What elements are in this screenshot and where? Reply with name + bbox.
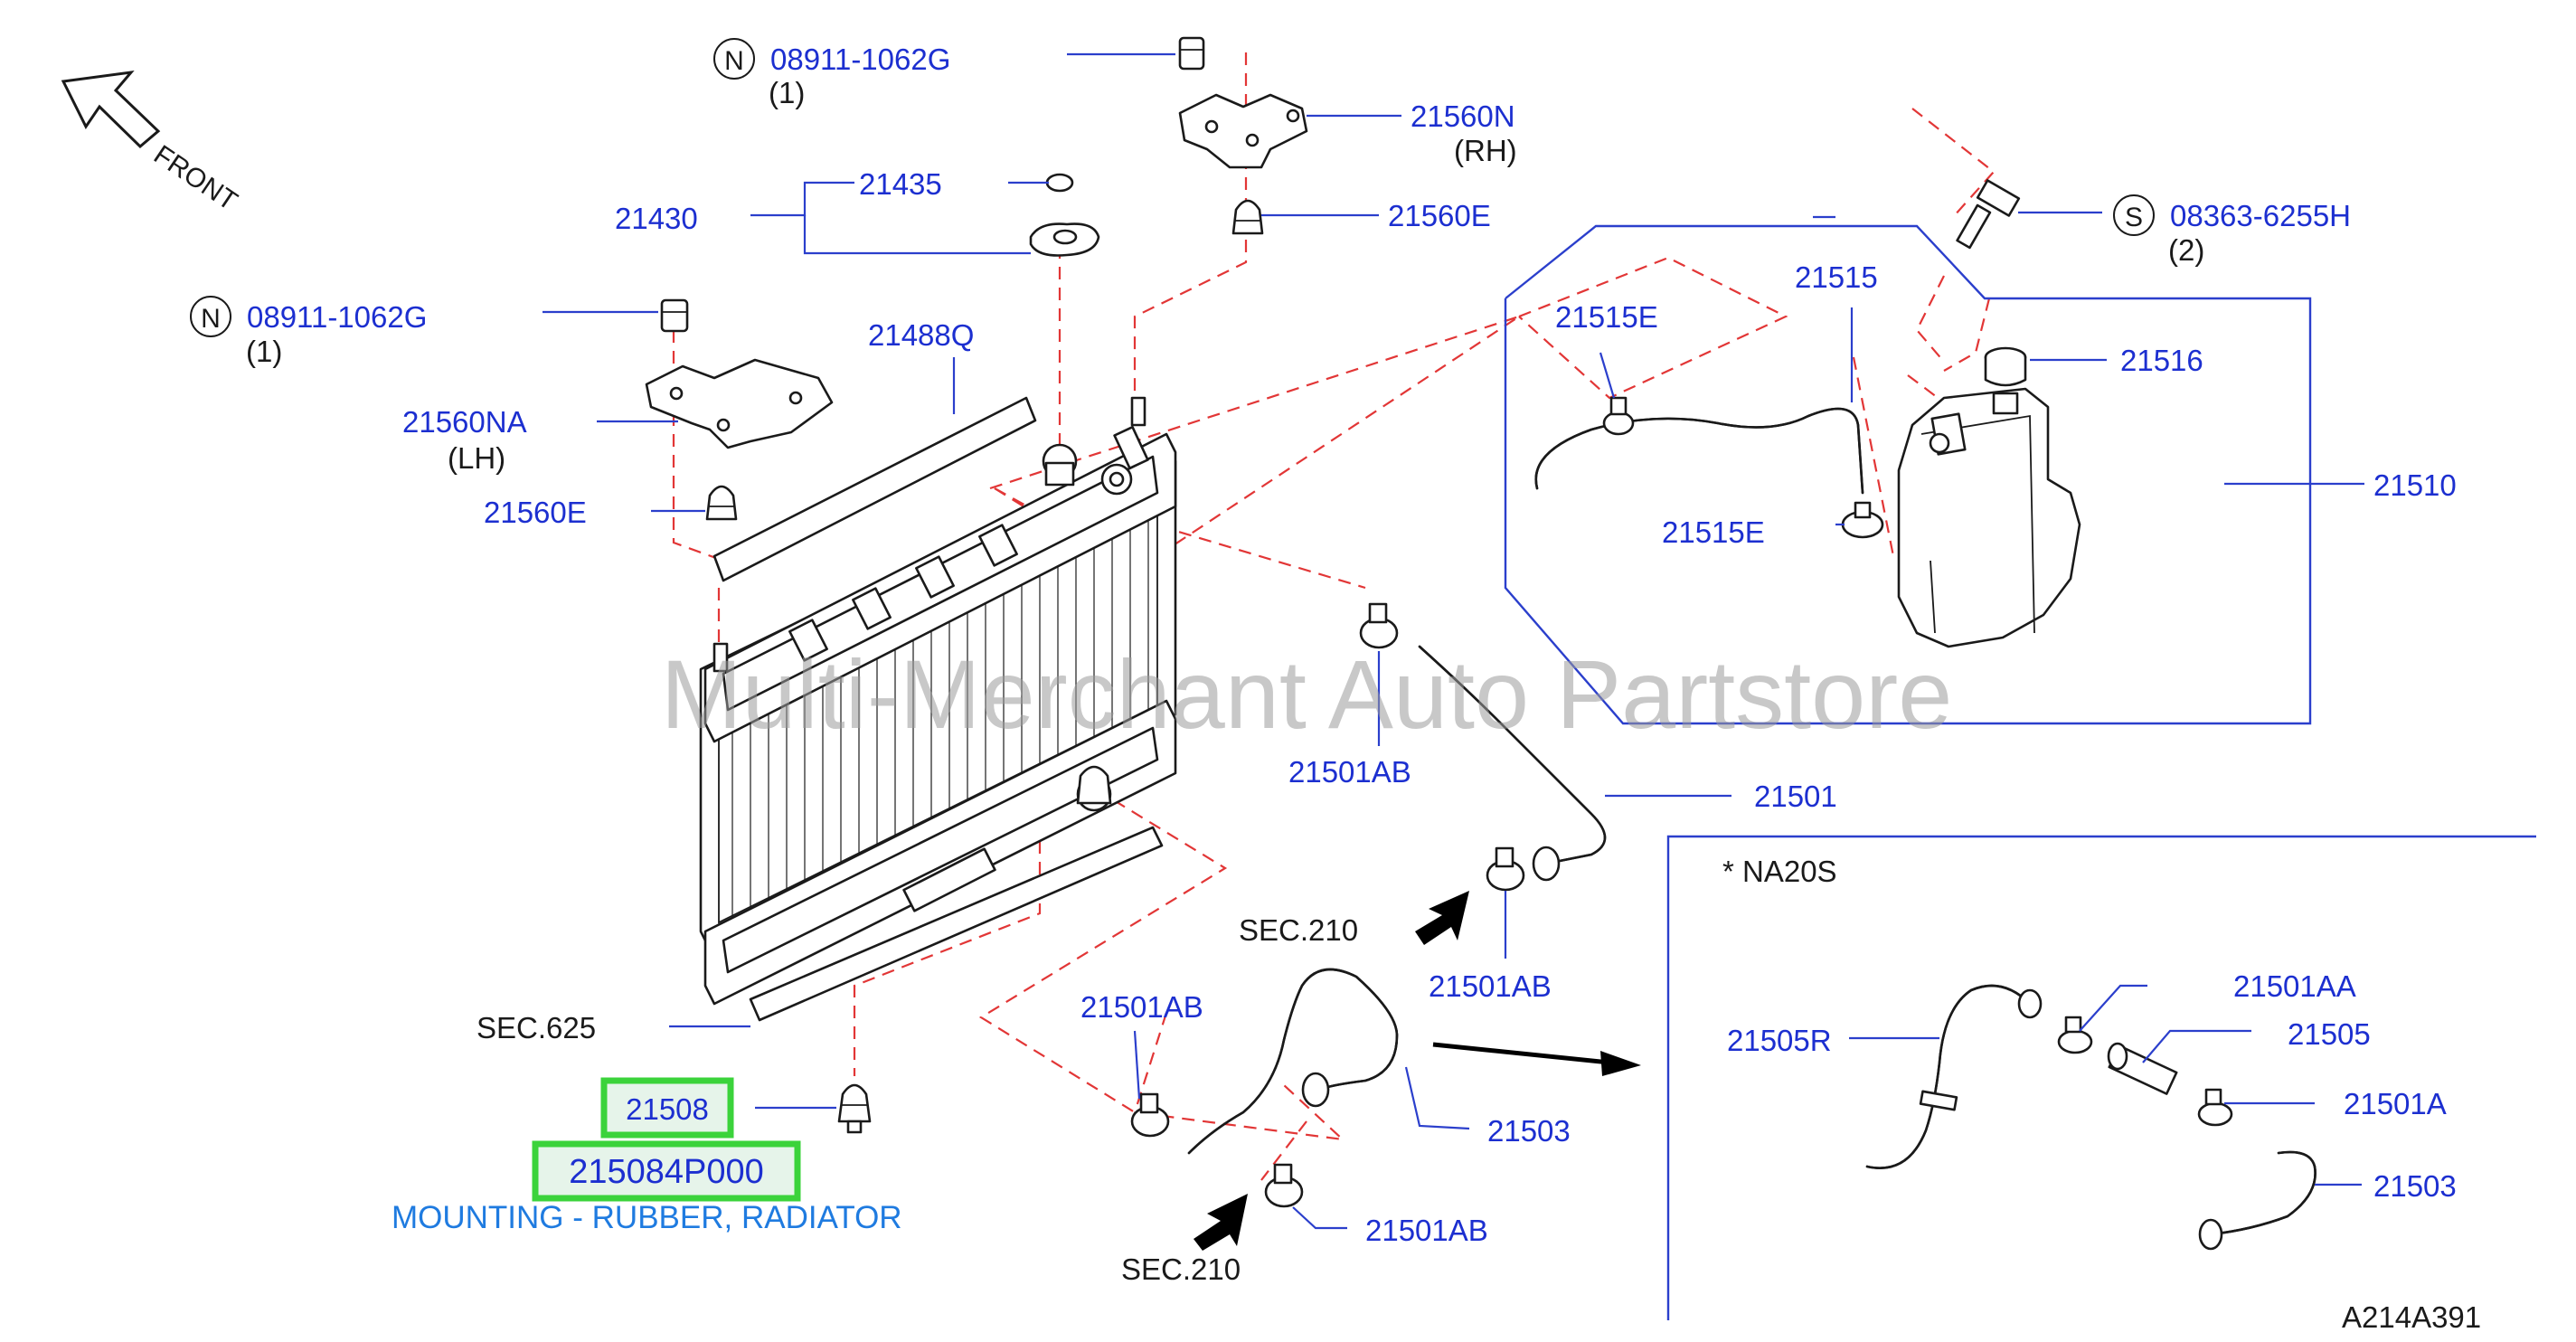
label-21510[interactable]: 21510: [2373, 468, 2457, 502]
na20s-inset-frame: [1666, 835, 2536, 1320]
bracket-rh-icon: [1178, 93, 1308, 169]
label-21435[interactable]: 21435: [859, 167, 942, 201]
callout-qty-top: (1): [769, 76, 805, 109]
reservoir-group-frame: [1504, 224, 2312, 725]
callout-badge-n-left-letter: N: [201, 304, 221, 334]
highlight-box-21508: [600, 1077, 734, 1139]
mount-rubber-left-icon: [705, 485, 738, 521]
clamp-21515e-a-icon: [1602, 396, 1635, 436]
inset-connector-21505-icon: [2107, 1042, 2178, 1095]
clamp-21515e-b-icon: [1841, 501, 1884, 539]
label-21501AB-d[interactable]: 21501AB: [1365, 1214, 1488, 1247]
sec210-arrow-upper-icon: [1415, 891, 1469, 945]
mount-rubber-top-icon: [1231, 199, 1264, 235]
clamp-21501ab-a-icon: [1359, 602, 1399, 649]
label-21505[interactable]: 21505: [2288, 1017, 2371, 1051]
mount-rubber-bottom-icon: [837, 1083, 872, 1134]
mount-rubber-lower-icon: [1076, 765, 1112, 805]
inset-clamp-21501a-icon: [2197, 1088, 2233, 1127]
label-21515E-a[interactable]: 21515E: [1555, 300, 1658, 334]
highlight-part-number[interactable]: 215084P000: [569, 1153, 764, 1191]
label-rh: (RH): [1454, 134, 1517, 167]
callout-part-08363[interactable]: 08363-6255H: [2170, 199, 2351, 232]
bolt-icon: [1956, 179, 2021, 250]
callout-part-08911-top[interactable]: 08911-1062G: [770, 43, 950, 76]
label-21508[interactable]: 21508: [626, 1092, 709, 1126]
highlight-description: MOUNTING - RUBBER, RADIATOR: [392, 1200, 902, 1235]
callout-qty-left: (1): [246, 335, 282, 368]
reservoir-cap-icon: [1984, 346, 2027, 387]
label-sec625[interactable]: SEC.625: [477, 1011, 596, 1044]
cap-plate-icon: [1029, 222, 1100, 257]
label-21501AA[interactable]: 21501AA: [2233, 969, 2356, 1003]
label-21515E-b[interactable]: 21515E: [1662, 515, 1765, 549]
leader-lines: [543, 52, 2364, 1230]
label-sec210-a[interactable]: SEC.210: [1239, 913, 1358, 947]
label-21560N[interactable]: 21560N: [1411, 99, 1515, 133]
label-na20s: * NA20S: [1722, 855, 1837, 888]
callout-part-08911-left[interactable]: 08911-1062G: [247, 300, 427, 334]
oring-icon: [1045, 173, 1074, 193]
lower-hose-icon: [1187, 968, 1399, 1155]
label-21505R[interactable]: 21505R: [1727, 1024, 1832, 1057]
nut-lh-icon: [660, 298, 689, 333]
label-21515[interactable]: 21515: [1795, 260, 1878, 294]
label-21501A[interactable]: 21501A: [2344, 1087, 2447, 1120]
nut-rh-icon: [1178, 36, 1205, 71]
inset-hose-21503-icon: [2209, 1150, 2317, 1236]
highlight-box-part-number: [532, 1140, 801, 1202]
label-21560NA[interactable]: 21560NA: [402, 405, 527, 439]
inset-hose-21505r-icon: [1865, 984, 2032, 1169]
bracket-lh-icon: [645, 358, 834, 449]
label-21488Q[interactable]: 21488Q: [868, 318, 974, 352]
label-21430[interactable]: 21430: [615, 202, 698, 235]
callout-badge-n-top[interactable]: N: [713, 38, 755, 80]
front-arrow-icon: [61, 70, 161, 149]
callout-badge-n-left[interactable]: N: [190, 296, 231, 337]
watermark: Multi-Merchant Auto Partstore: [661, 639, 1953, 749]
inset-clamp-21501aa-icon: [2057, 1016, 2093, 1054]
callout-qty-s: (2): [2168, 233, 2204, 267]
callout-badge-s[interactable]: S: [2113, 194, 2155, 236]
label-21503[interactable]: 21503: [1487, 1114, 1571, 1148]
radiator-seal-lower: [749, 826, 1164, 1022]
label-21560E-top[interactable]: 21560E: [1388, 199, 1491, 232]
clamp-21501ab-c-icon: [1130, 1092, 1170, 1138]
sec210-arrow-lower-icon: [1194, 1194, 1248, 1251]
clamp-21501ab-b-icon: [1486, 846, 1525, 892]
label-21503-inset[interactable]: 21503: [2373, 1169, 2457, 1203]
callout-badge-n-top-letter: N: [724, 46, 744, 76]
callout-badge-s-letter: S: [2125, 203, 2143, 232]
label-21501AB-a[interactable]: 21501AB: [1288, 755, 1411, 789]
label-21501[interactable]: 21501: [1754, 780, 1837, 813]
label-21516[interactable]: 21516: [2120, 344, 2203, 377]
radiator-seal-upper: [712, 396, 1037, 582]
front-label: FRONT: [148, 139, 242, 216]
label-lh: (LH): [448, 441, 505, 475]
radiator: [699, 396, 1177, 1006]
label-21501AB-c[interactable]: 21501AB: [1080, 990, 1203, 1024]
diagram-code: A214A391: [2342, 1300, 2481, 1334]
label-21560E-left[interactable]: 21560E: [484, 496, 587, 529]
inset-pointer-arrow-icon: [1432, 1042, 1641, 1076]
label-21501AB-b[interactable]: 21501AB: [1429, 969, 1552, 1003]
label-sec210-b[interactable]: SEC.210: [1121, 1252, 1241, 1286]
reservoir-tank-icon: [1897, 387, 2081, 648]
clamp-21501ab-d-icon: [1264, 1163, 1304, 1208]
